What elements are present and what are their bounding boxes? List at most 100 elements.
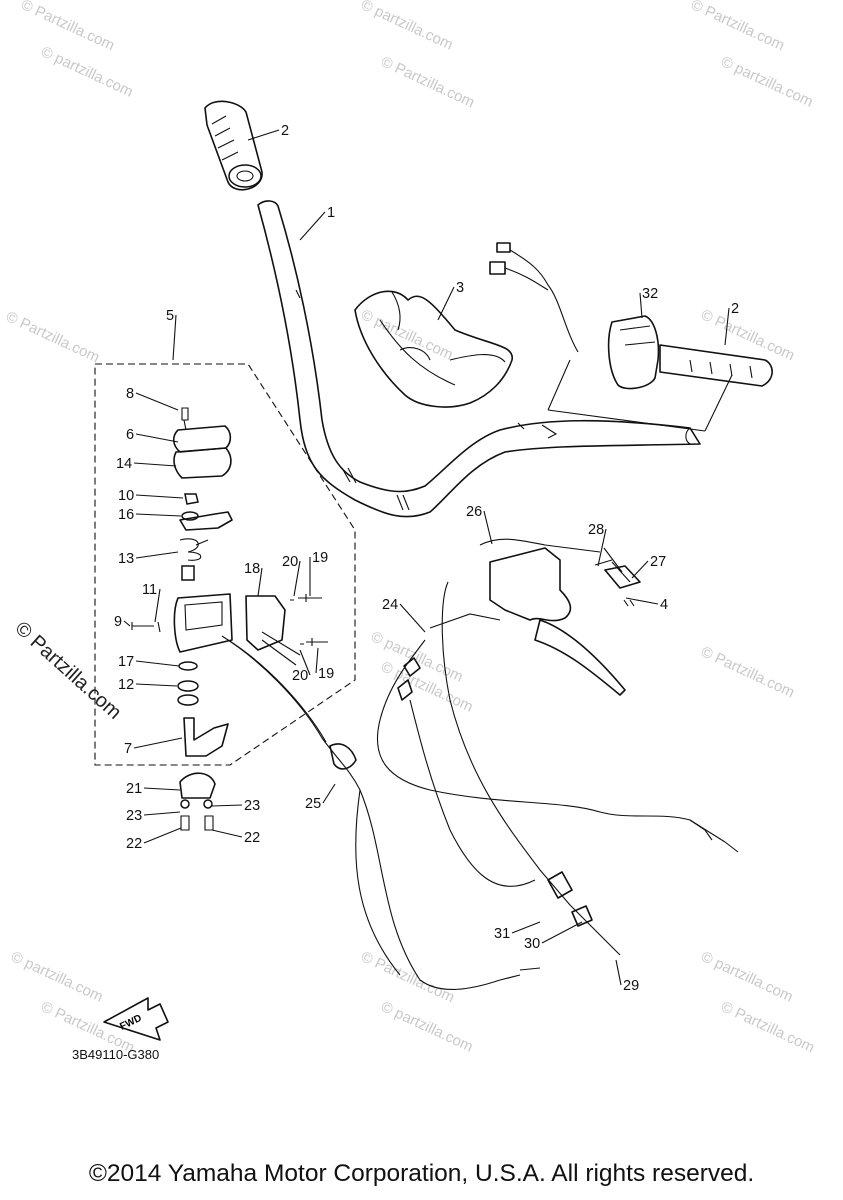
callout-number: 28 [588,522,604,538]
clamp-parts [179,772,216,831]
callout-leader-line [172,314,177,361]
callout-number: 19 [318,666,334,682]
callout-number: 24 [382,597,398,613]
callout-leader-line [133,462,177,467]
callout-leader-line [483,510,493,545]
watermark-text: © partzilla.com [378,998,475,1055]
callout-leader-line [135,513,182,517]
callout-number: 14 [116,456,132,472]
watermark-text: © Partzilla.com [358,948,457,1006]
callout-number: 21 [126,781,142,797]
callout-number: 29 [623,978,639,994]
brake-master-cylinder-part [479,538,641,696]
callout-leader-line [299,211,326,241]
callout-number: 30 [524,936,540,952]
callout-number: 26 [466,504,482,520]
watermark-text: © partzilla.com [38,43,135,100]
grip-left-part [204,100,263,191]
callout-number: 23 [126,808,142,824]
watermark-layer: © Partzilla.com© partzilla.com© Partzill… [3,0,817,1056]
callout-leader-line [631,560,649,579]
watermark-text: © partzilla.com [718,53,815,110]
callout-leader-line [322,783,336,804]
callout-number: 2 [731,301,739,317]
watermark-text: © Partzilla.com [698,306,797,364]
handlebar-cover-part [354,290,513,408]
callout-number: 8 [126,386,134,402]
callout-leader-line [211,829,243,838]
callout-number: 2 [281,123,289,139]
callout-leader-line [135,392,179,411]
callout-number: 5 [166,308,174,324]
callout-number: 19 [312,550,328,566]
callout-number: 12 [118,677,134,693]
callout-number: 20 [282,554,298,570]
callout-number: 7 [124,741,132,757]
callout-number: 25 [305,796,321,812]
watermark-text: © partzilla.com [698,948,795,1005]
switch-assembly-parts [131,407,328,757]
callout-number: 23 [244,798,260,814]
watermark-text: © partzilla.com [358,0,455,54]
callout-leader-line [639,292,643,319]
callout-number: 18 [244,561,260,577]
callout-leader-line [133,737,183,749]
assembly-5-outline [94,363,356,766]
callout-number: 1 [327,205,335,221]
callout-number: 17 [118,654,134,670]
callout-leader-line [315,647,319,674]
copyright-notice: ©2014 Yamaha Motor Corporation, U.S.A. A… [88,1160,755,1187]
callout-leader-line [257,567,263,597]
callout-number: 4 [660,597,668,613]
watermark-text: © Partzilla.com [378,53,477,111]
watermark-text: © partzilla.com [8,948,105,1005]
drawing-code: 3B49110-G380 [72,1047,159,1062]
callout-leader-line [293,560,301,597]
callout-leader-line [135,551,179,559]
callout-leader-line [511,921,541,934]
callout-number: 6 [126,427,134,443]
callout-number: 22 [244,830,260,846]
callout-leader-line [135,494,184,499]
callout-number: 22 [126,836,142,852]
callout-leader-line [437,286,455,321]
callout-leader-line [135,683,178,687]
callout-leader-line [143,787,181,791]
callout-number: 20 [292,668,308,684]
watermark-text: © Partzilla.com [688,0,787,54]
handlebar-part [257,200,701,518]
callout-leader-line [247,129,280,141]
callout-number: 16 [118,507,134,523]
callout-number: 9 [114,614,122,630]
callout-leader-line [123,620,131,627]
watermark-text: © Partzilla.com [3,308,102,366]
callout-leader-line [625,597,659,605]
callout-leader-line [135,433,179,443]
cables-part [221,581,739,990]
side-watermark: © Partzilla.com [11,617,126,724]
callout-number: 31 [494,926,510,942]
callout-leader-line [154,588,161,623]
watermark-text: © Partzilla.com [18,0,117,54]
callout-leader-line [399,603,426,633]
callout-leader-line [541,921,583,944]
callout-leader-line [211,804,243,807]
callout-number: 13 [118,551,134,567]
watermark-text: © Partzilla.com [718,998,817,1056]
watermark-text: © Partzilla.com [698,643,797,701]
callout-number: 3 [456,280,464,296]
callout-leader-line [135,660,180,667]
callout-leader-line [299,649,311,676]
callout-leader-line [724,307,730,346]
callout-leader-line [143,827,182,844]
fwd-label: FWD [118,1013,143,1033]
callout-leader-line [143,811,181,816]
throttle-switch-part [489,242,773,432]
callout-number: 10 [118,488,134,504]
callout-number: 27 [650,554,666,570]
callout-leader-line [615,959,622,986]
callout-number: 11 [142,582,157,598]
callout-leader-line [597,528,607,567]
